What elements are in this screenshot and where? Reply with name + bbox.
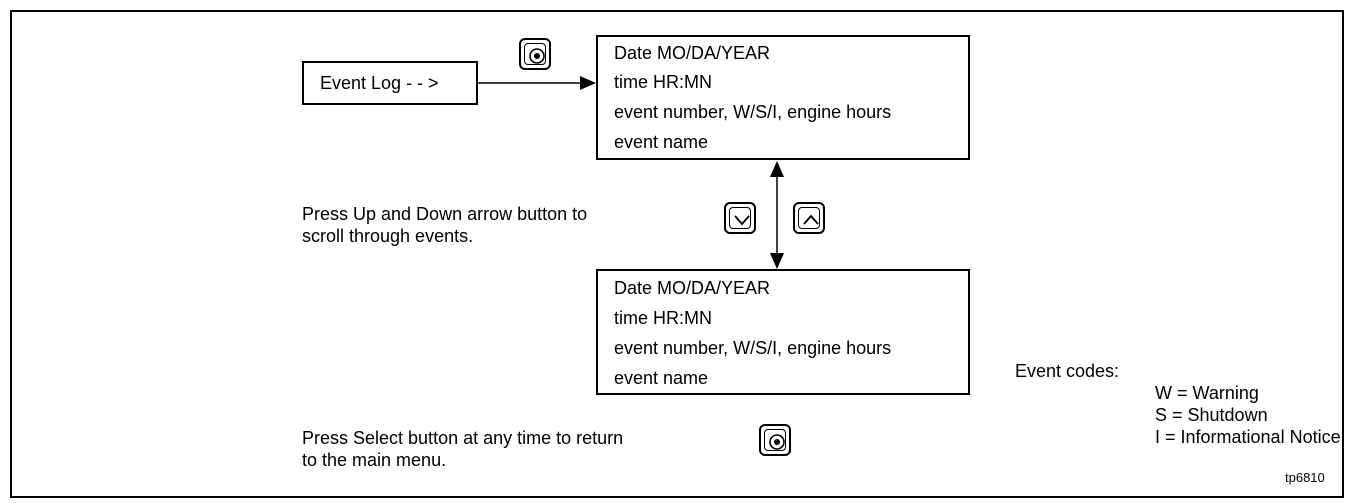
select-button-icon <box>759 424 791 456</box>
scroll-instruction-line-2: scroll through events. <box>302 226 474 246</box>
event-log-label: Event Log - - > <box>320 73 439 93</box>
screen-line-date: Date MO/DA/YEAR <box>614 43 771 63</box>
screen-line-event-number: event number, W/S/I, engine hours <box>614 102 892 122</box>
event-code-informational: I = Informational Notice <box>1155 427 1341 447</box>
event-log-box: Event Log - - > <box>302 61 478 105</box>
screen-line-event-name: event name <box>614 132 709 152</box>
figure-id: tp6810 <box>1285 470 1325 485</box>
scroll-instruction-line-1: Press Up and Down arrow button to <box>302 204 588 224</box>
event-code-warning: W = Warning <box>1155 383 1259 403</box>
event-code-shutdown: S = Shutdown <box>1155 405 1268 425</box>
screen-line-event-number: event number, W/S/I, engine hours <box>614 338 892 358</box>
screen-line-time: time HR:MN <box>614 308 712 328</box>
screen-line-time: time HR:MN <box>614 72 712 92</box>
diagram-frame <box>10 10 1344 498</box>
up-arrow-button-icon <box>793 202 825 234</box>
select-instruction-line-2: to the main menu. <box>302 450 447 470</box>
event-screen-bottom: Date MO/DA/YEAR time HR:MN event number,… <box>596 269 970 395</box>
down-arrow-button-icon <box>724 202 756 234</box>
event-codes-title: Event codes: <box>1015 361 1120 381</box>
select-button-icon <box>519 38 551 70</box>
screen-line-event-name: event name <box>614 368 709 388</box>
select-instruction-line-1: Press Select button at any time to retur… <box>302 428 624 448</box>
event-screen-top: Date MO/DA/YEAR time HR:MN event number,… <box>596 35 970 160</box>
screen-line-date: Date MO/DA/YEAR <box>614 278 771 298</box>
